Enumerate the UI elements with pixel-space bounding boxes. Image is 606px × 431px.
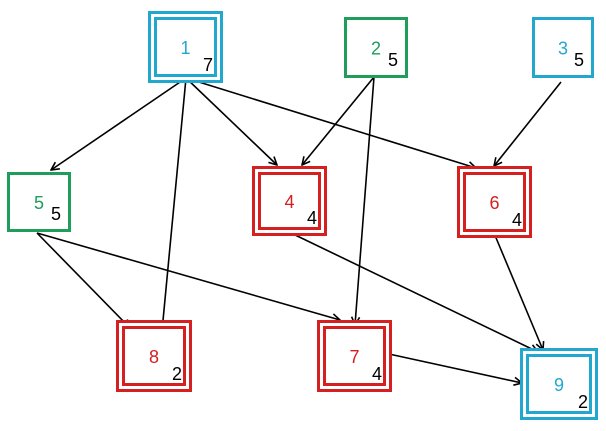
edge-n7-n9 bbox=[388, 353, 522, 383]
node-3-border bbox=[532, 17, 594, 78]
node-7-outer-border bbox=[317, 320, 392, 392]
node-3: 35 bbox=[532, 17, 594, 78]
node-8: 82 bbox=[116, 320, 192, 392]
edge-n5-n8 bbox=[36, 232, 130, 328]
node-8-weight: 2 bbox=[172, 364, 182, 384]
node-6-inner-border bbox=[463, 172, 526, 232]
edge-n1-n6 bbox=[185, 77, 476, 168]
node-4-inner-border bbox=[258, 172, 321, 230]
node-5-id: 5 bbox=[34, 193, 44, 213]
node-6-weight: 4 bbox=[512, 210, 522, 230]
node-6-id: 6 bbox=[489, 193, 499, 213]
node-9-id: 9 bbox=[554, 375, 564, 395]
node-7: 74 bbox=[317, 320, 392, 392]
edge-n5-n7 bbox=[36, 232, 340, 320]
node-5-border bbox=[7, 172, 71, 232]
node-2-weight: 5 bbox=[388, 50, 398, 70]
node-4-weight: 4 bbox=[307, 208, 317, 228]
node-2-id: 2 bbox=[371, 38, 381, 58]
node-5: 55 bbox=[7, 172, 71, 232]
node-9-inner-border bbox=[526, 354, 592, 414]
edges-layer bbox=[36, 76, 562, 383]
edge-n6-n9 bbox=[493, 232, 543, 350]
node-1-outer-border bbox=[148, 11, 223, 83]
node-5-weight: 5 bbox=[51, 204, 61, 224]
edge-n2-n7 bbox=[355, 76, 375, 325]
node-6-outer-border bbox=[457, 166, 532, 238]
node-6: 64 bbox=[457, 166, 532, 238]
edge-n1-n8 bbox=[162, 77, 187, 331]
edge-n4-n9 bbox=[290, 232, 538, 352]
node-3-id: 3 bbox=[558, 38, 568, 58]
node-9-weight: 2 bbox=[578, 392, 588, 412]
node-4: 44 bbox=[252, 166, 327, 236]
node-8-inner-border bbox=[122, 326, 186, 386]
edge-n3-n6 bbox=[494, 81, 562, 166]
node-1-inner-border bbox=[154, 17, 217, 77]
node-2-border bbox=[344, 17, 408, 78]
node-4-outer-border bbox=[252, 166, 327, 236]
node-7-id: 7 bbox=[349, 347, 359, 367]
node-7-inner-border bbox=[323, 326, 386, 386]
node-9: 92 bbox=[520, 348, 598, 420]
node-8-id: 8 bbox=[149, 347, 159, 367]
node-1: 17 bbox=[148, 11, 223, 83]
node-1-weight: 7 bbox=[203, 55, 213, 75]
edge-n1-n4 bbox=[185, 77, 277, 165]
node-9-outer-border bbox=[520, 348, 598, 420]
edge-n1-n5 bbox=[51, 77, 187, 170]
node-2: 25 bbox=[344, 17, 408, 78]
node-3-weight: 5 bbox=[574, 50, 584, 70]
node-7-weight: 4 bbox=[372, 364, 382, 384]
node-1-id: 1 bbox=[180, 38, 190, 58]
edge-n2-n4 bbox=[302, 76, 375, 165]
node-4-id: 4 bbox=[284, 192, 294, 212]
node-8-outer-border bbox=[116, 320, 192, 392]
